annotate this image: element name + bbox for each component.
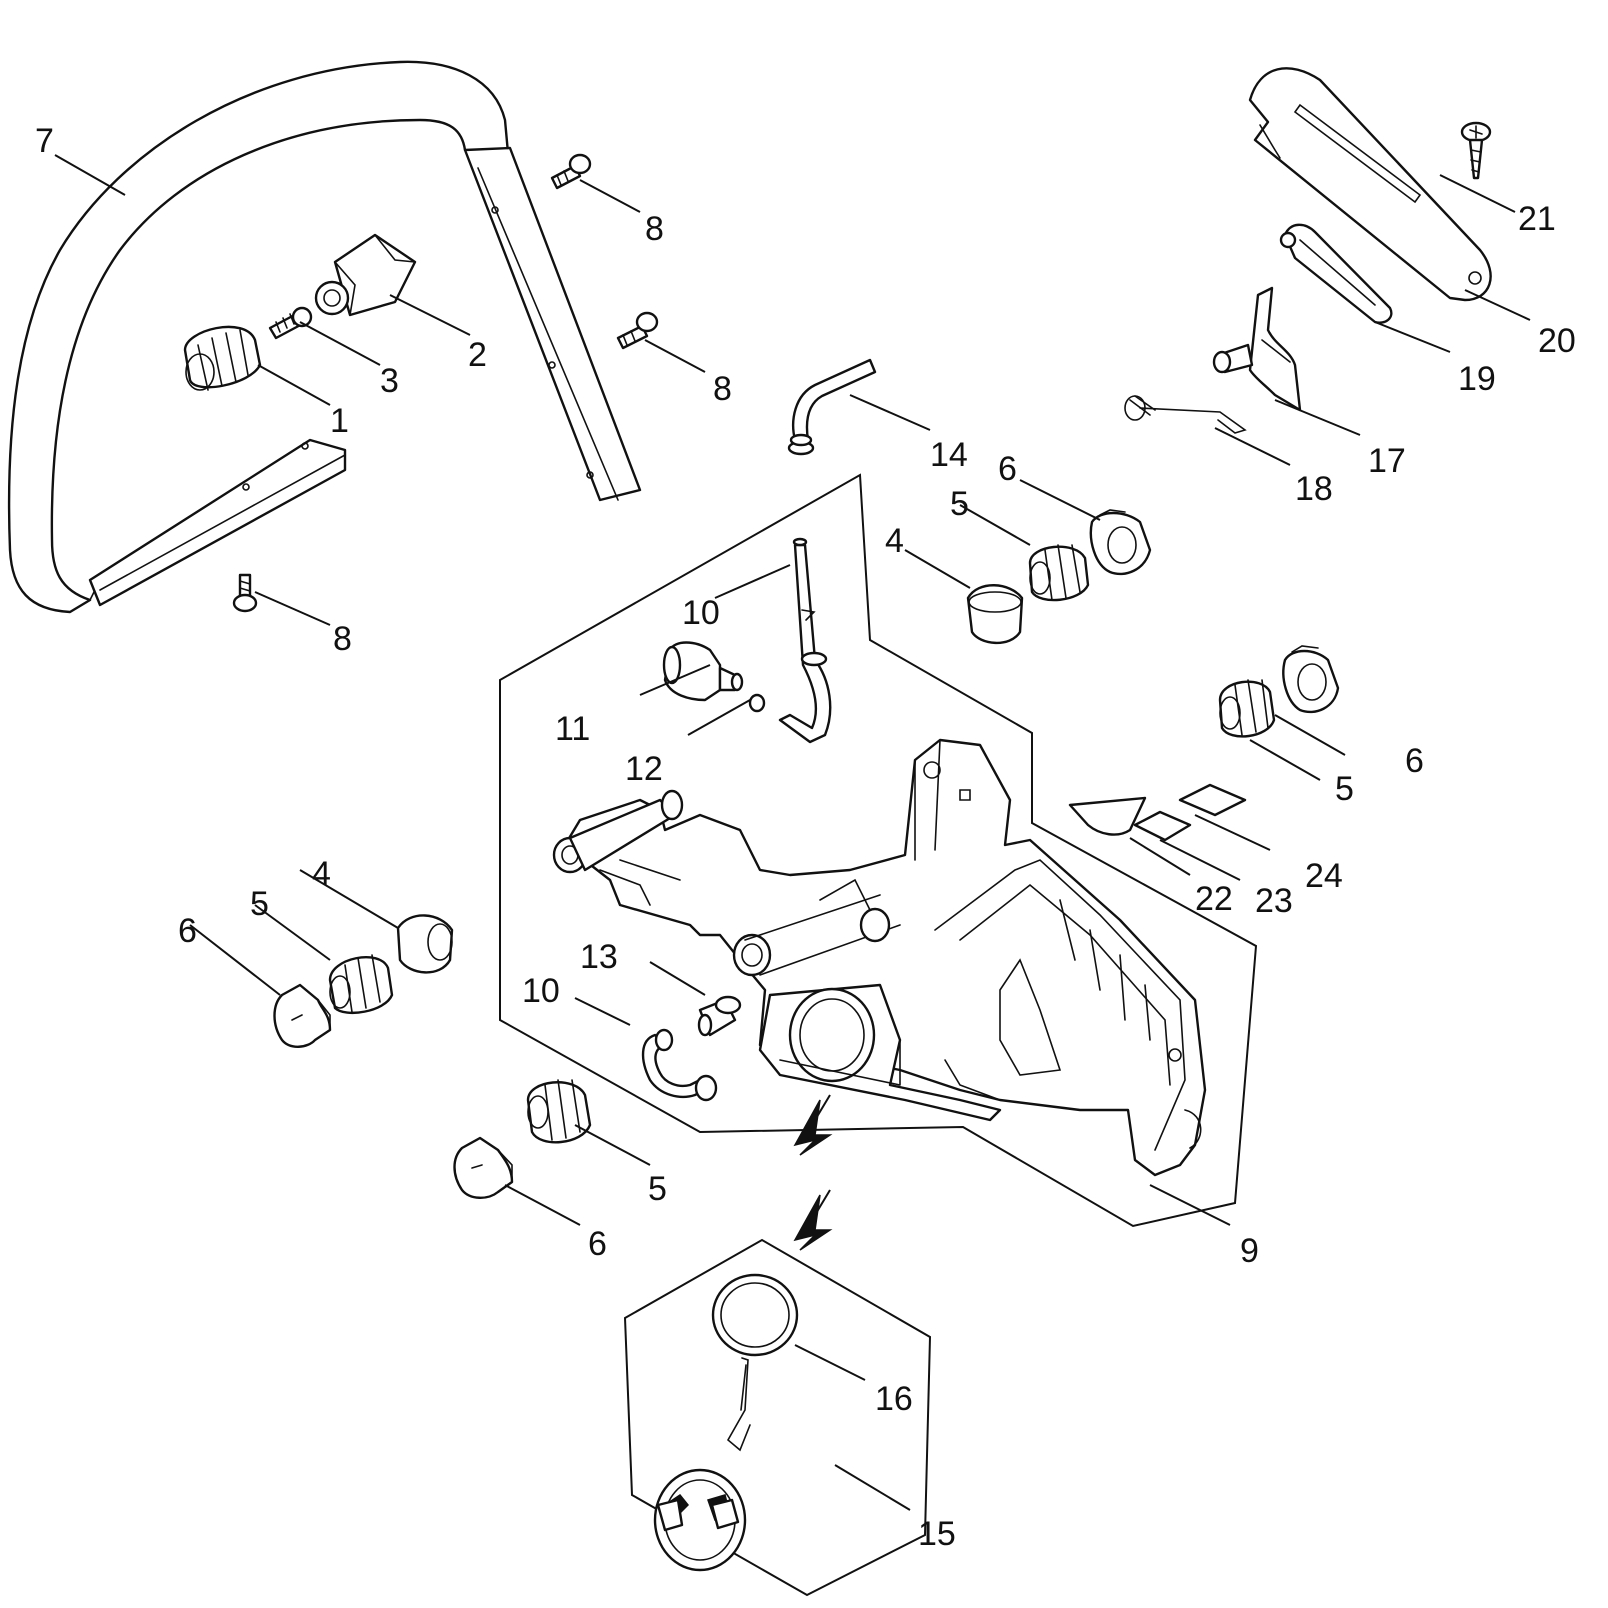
leader-lines — [54, 154, 1531, 1511]
fuel-pipe-15 — [787, 358, 877, 456]
callout-numbers: 7 2 3 1 8 8 8 21 20 19 17 18 14 6 5 4 10… — [35, 122, 1576, 1553]
callout-14: 13 — [580, 938, 618, 976]
cap-6-right-lower — [1282, 645, 1340, 714]
spring-5-right-upper — [1028, 544, 1090, 602]
cap-6-left-upper — [273, 983, 332, 1048]
bolt-8-bottom — [232, 573, 258, 613]
callout-5-left-lower: 5 — [648, 1170, 667, 1208]
spring-5-left-upper — [328, 954, 394, 1015]
callout-22: 21 — [1518, 200, 1556, 238]
crankcase-chassis — [552, 738, 1207, 1177]
antivibration-mount — [314, 233, 417, 317]
callout-8-bottom: 8 — [333, 620, 352, 658]
spring-1 — [183, 325, 262, 391]
callout-17: 16 — [875, 1380, 913, 1418]
callout-8-top: 8 — [645, 210, 664, 248]
callout-8-middle: 8 — [713, 370, 732, 408]
sleeve-4-right — [966, 584, 1024, 645]
callout-5-right-lower: 5 — [1335, 770, 1354, 808]
assembly-frame-9 — [499, 473, 1258, 1228]
spring-5-left-lower — [526, 1079, 592, 1144]
oil-hose-10 — [641, 1028, 718, 1102]
callout-2: 2 — [468, 336, 487, 374]
callout-12: 11 — [555, 710, 590, 748]
callout-9: 9 — [1240, 1232, 1259, 1270]
callout-3: 3 — [380, 362, 399, 400]
screw-22 — [1460, 121, 1492, 180]
callout-20: 19 — [1458, 360, 1496, 398]
callout-11: 10 — [682, 594, 720, 632]
callout-5-left-upper: 5 — [250, 885, 269, 923]
callout-21: 20 — [1538, 322, 1576, 360]
callout-6-left-upper: 6 — [178, 912, 197, 950]
callout-24: 23 — [1255, 882, 1293, 920]
cap-6-right-upper — [1089, 509, 1152, 576]
label-23 — [1068, 796, 1147, 836]
bolt-8-top — [550, 153, 592, 190]
cap-gasket-17 — [711, 1273, 799, 1357]
oil-cap-16 — [653, 1357, 751, 1572]
callout-13: 12 — [625, 750, 663, 788]
callout-18: 17 — [1368, 442, 1406, 480]
callout-16: 15 — [918, 1515, 956, 1553]
oil-fitting-14 — [697, 995, 742, 1037]
callout-15: 14 — [930, 436, 968, 474]
o-ring-13 — [748, 693, 766, 713]
arrow-lower — [793, 1189, 833, 1251]
sleeve-4-left — [396, 914, 454, 974]
oil-filter-12 — [662, 641, 744, 702]
arrow-upper — [793, 1094, 833, 1156]
callout-4-right: 4 — [885, 522, 904, 560]
oil-tube-11 — [778, 537, 832, 744]
front-handle-bar — [7, 60, 642, 614]
spring-5-right-lower — [1218, 679, 1276, 738]
callout-1: 1 — [330, 402, 349, 440]
label-24 — [1133, 810, 1192, 842]
callout-25: 24 — [1305, 857, 1343, 895]
oil-adjuster-lever — [1212, 286, 1302, 412]
callout-6-right-upper: 6 — [998, 450, 1017, 488]
callout-6-left-lower: 6 — [588, 1225, 607, 1263]
bolt-8-middle — [616, 311, 659, 350]
callout-4-left: 4 — [312, 855, 331, 893]
callout-19: 18 — [1295, 470, 1333, 508]
callout-23: 22 — [1195, 880, 1233, 918]
chain-guard-cover — [1248, 67, 1492, 302]
chain-tensioner-plate — [1279, 223, 1393, 324]
callout-5-right-upper: 5 — [950, 485, 969, 523]
callout-10: 10 — [522, 972, 560, 1010]
callout-6-right-lower: 6 — [1405, 742, 1424, 780]
bolt-3 — [268, 306, 313, 340]
oil-cap-frame — [623, 1238, 932, 1597]
label-25 — [1178, 783, 1247, 817]
cap-6-left-lower — [453, 1136, 514, 1199]
callout-7: 7 — [35, 122, 54, 160]
wire-clip-19 — [1124, 395, 1247, 434]
